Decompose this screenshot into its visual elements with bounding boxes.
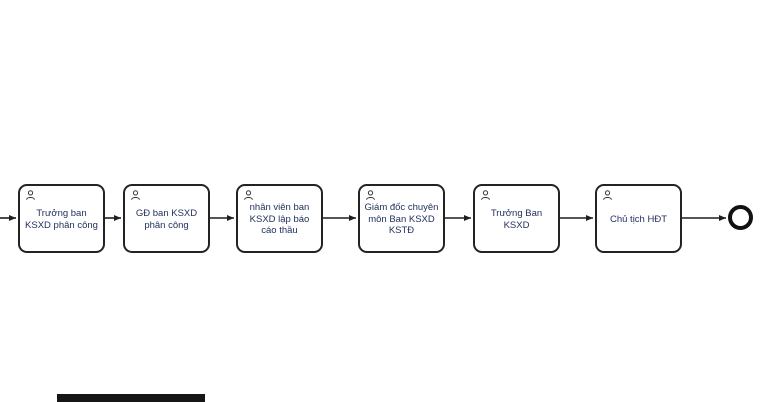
- user-icon: [601, 189, 614, 202]
- task-truong-ban-ksxd[interactable]: Trưởng Ban KSXD: [473, 184, 560, 253]
- task-nhan-vien-ban-ksxd-lap-bao-cao-thau[interactable]: nhân viên ban KSXD lập báo cáo thầu: [236, 184, 323, 253]
- task-giam-doc-chuyen-mon-ban-ksxd-kstd[interactable]: Giám đốc chuyên môn Ban KSXD KSTĐ: [358, 184, 445, 253]
- task-label: Trưởng ban KSXD phân công: [25, 207, 98, 231]
- task-chu-tich-hdt[interactable]: Chủ tịch HĐT: [595, 184, 682, 253]
- user-icon: [479, 189, 492, 202]
- user-icon: [364, 189, 377, 202]
- end-event-circle[interactable]: [728, 205, 753, 230]
- task-label: Chủ tịch HĐT: [609, 213, 667, 225]
- task-label: Giám đốc chuyên môn Ban KSXD KSTĐ: [364, 201, 439, 237]
- task-label: nhân viên ban KSXD lập báo cáo thầu: [249, 201, 310, 237]
- task-gd-ban-ksxd-phan-cong[interactable]: GĐ ban KSXD phân công: [123, 184, 210, 253]
- user-icon: [129, 189, 142, 202]
- user-icon: [24, 189, 37, 202]
- task-label: Trưởng Ban KSXD: [490, 207, 543, 231]
- bottom-bar: [57, 394, 205, 402]
- user-icon: [242, 189, 255, 202]
- task-truong-ban-ksxd-phan-cong[interactable]: Trưởng ban KSXD phân công: [18, 184, 105, 253]
- task-label: GĐ ban KSXD phân công: [135, 207, 198, 231]
